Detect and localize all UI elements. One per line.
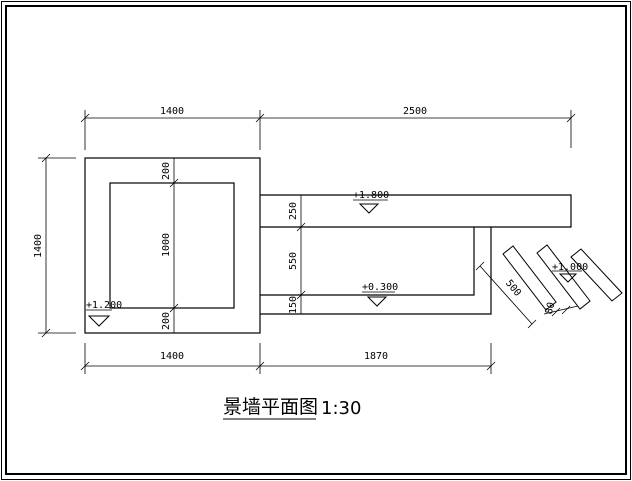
inner-vertical-dimension-line: [169, 158, 179, 333]
dim-bottom-right: 1870: [364, 351, 388, 362]
left-dimension-line: [38, 153, 76, 338]
lower-step-outline: [260, 227, 492, 315]
level-middle: +0.300: [362, 282, 398, 293]
dim-bottom-left: 1400: [160, 351, 184, 362]
planter-outer-outline: [84, 157, 261, 334]
planter-inner-outline: [109, 182, 235, 309]
level-triangle-upper: [358, 203, 380, 214]
upper-wall-outline: [260, 194, 572, 228]
dim-top-right: 2500: [403, 106, 427, 117]
level-right: +1.000: [552, 262, 588, 273]
dim-step-middle: 550: [288, 252, 299, 270]
level-triangle-right: [558, 273, 578, 283]
dim-inner-middle: 1000: [161, 233, 172, 257]
drawing-scale: 1:30: [321, 398, 361, 419]
level-triangle-left: [87, 315, 111, 327]
drawing-title: 景墙平面图: [223, 396, 318, 418]
level-triangle-middle: [366, 296, 388, 307]
dim-top-left: 1400: [160, 106, 184, 117]
level-upper: +1.800: [353, 190, 389, 201]
dim-inner-top: 200: [161, 162, 172, 180]
dim-diag-long: 500: [503, 278, 523, 299]
middle-step-outline: [260, 227, 475, 296]
dim-inner-bottom: 200: [161, 312, 172, 330]
inner-frame: [5, 5, 627, 475]
dim-diag-short: 80: [544, 301, 558, 315]
dim-step-top: 250: [288, 202, 299, 220]
top-dimension-line: [80, 110, 576, 150]
bottom-dimension-line: [80, 343, 496, 374]
dim-left-vertical: 1400: [33, 234, 44, 258]
section-detail: [475, 244, 623, 329]
level-left: +1.200: [86, 300, 122, 311]
dim-step-bottom: 150: [288, 296, 299, 314]
step-vertical-dimension-line: [296, 195, 306, 314]
